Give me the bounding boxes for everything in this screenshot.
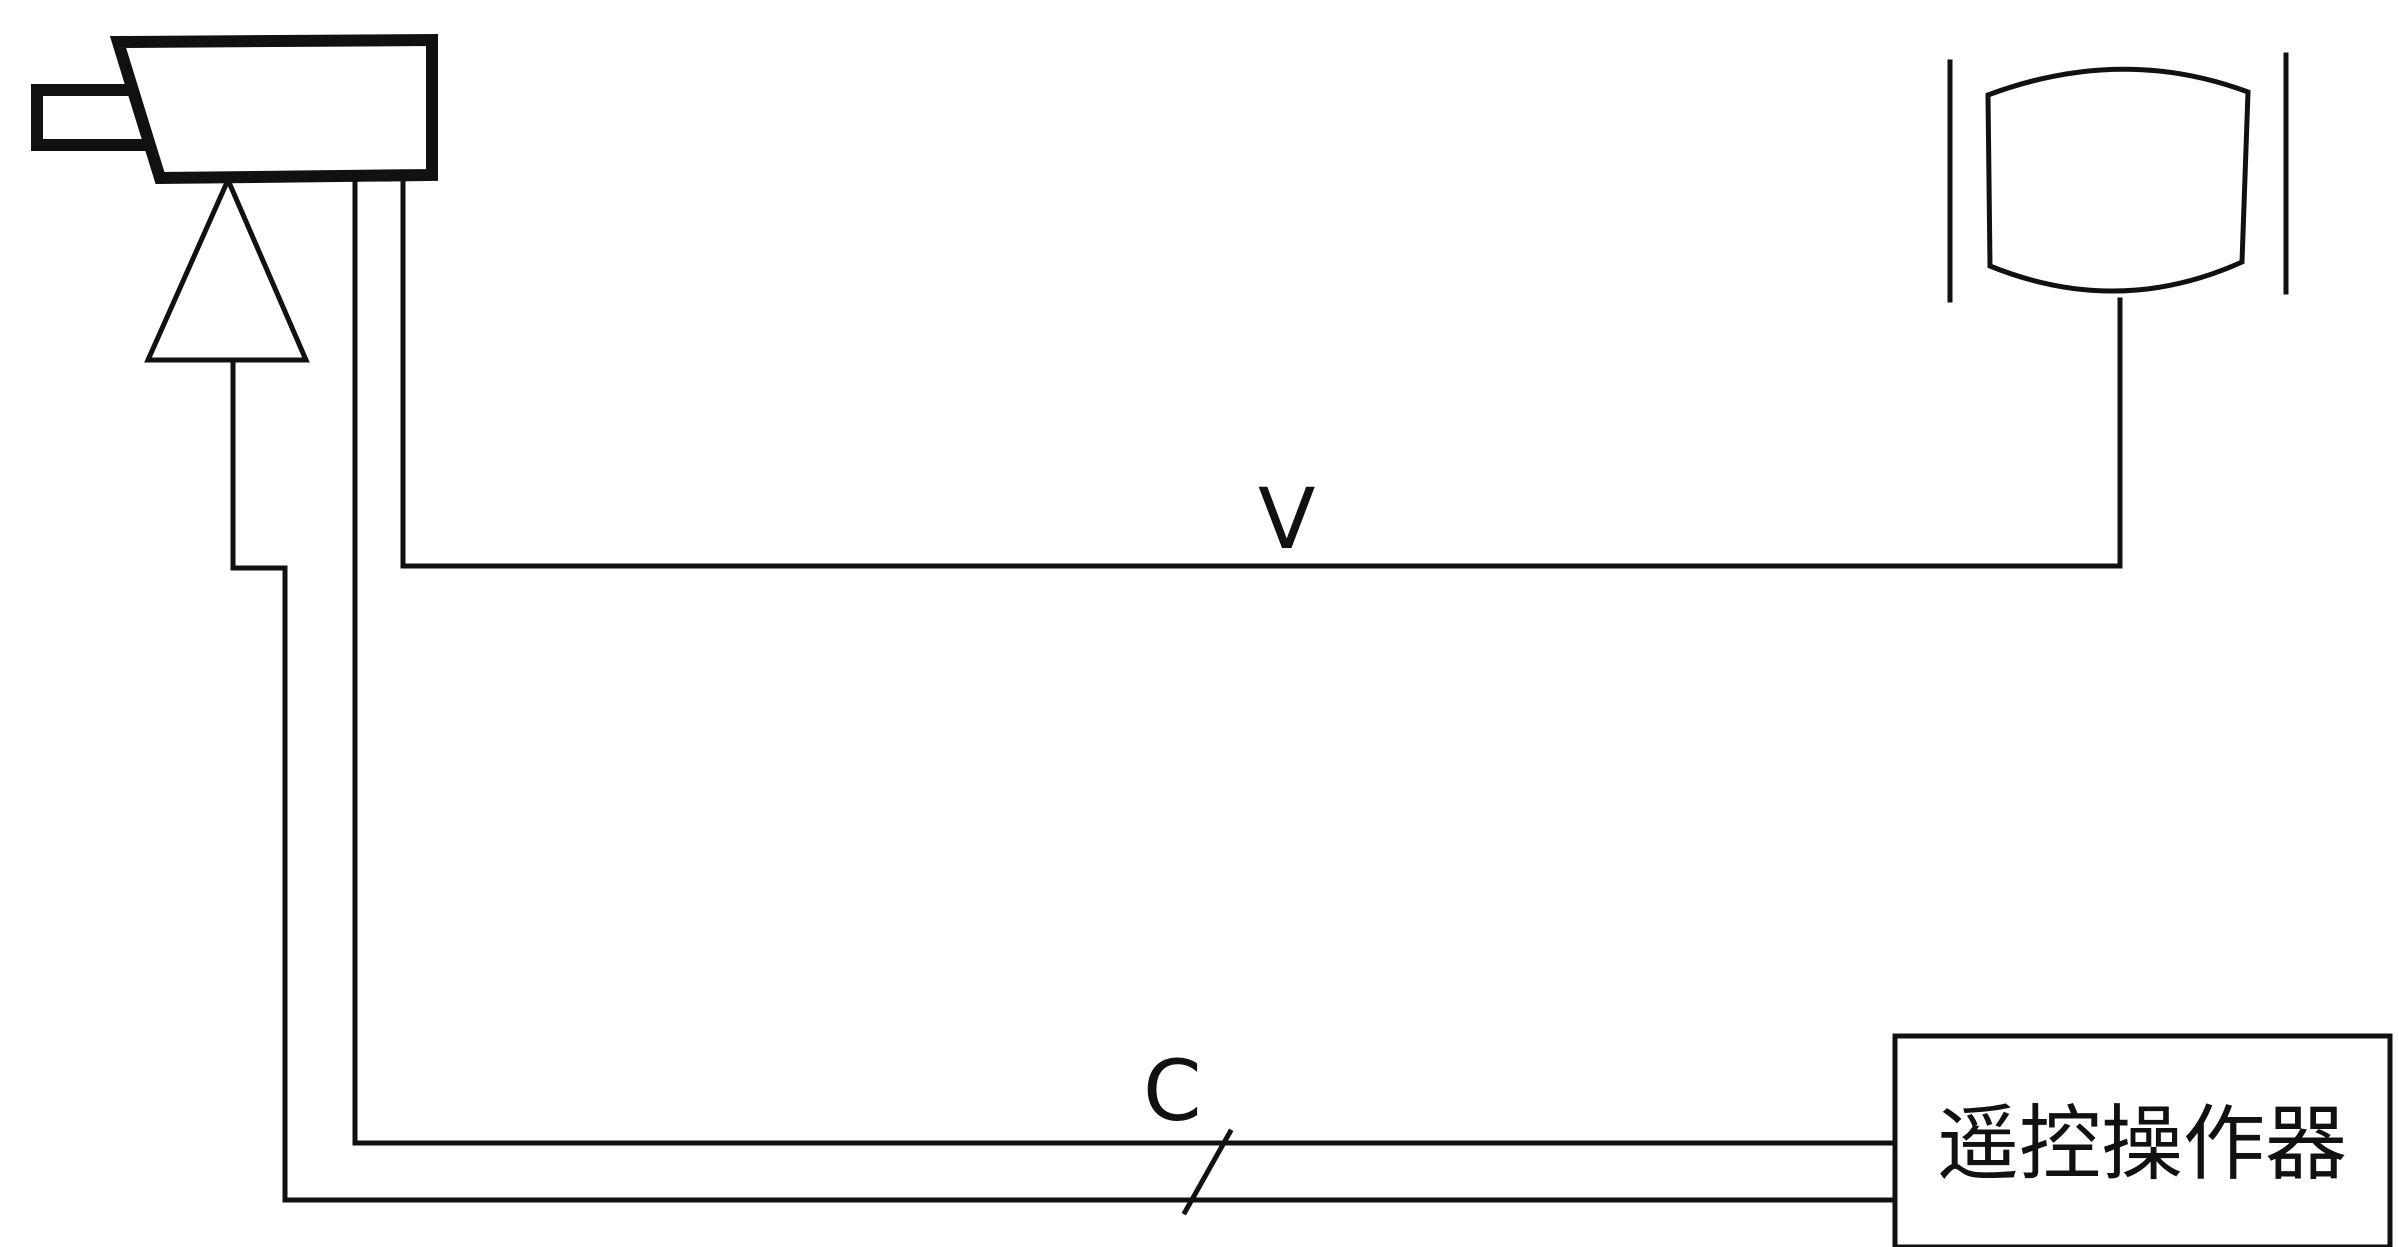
control-line-label: C [1143,1042,1202,1140]
remote-controller-box [1892,1033,2393,1247]
control-line-pan-tilt [230,359,1898,1203]
camera-icon [31,33,438,185]
control-line-camera [352,175,1898,1146]
bus-slash-mark [1181,1128,1234,1216]
remote-controller-label: 遥控操作器 [1937,1097,2347,1192]
monitor-icon [1947,52,2289,303]
camera-body [109,33,438,185]
pan-tilt-head-icon [144,173,310,363]
video-line-label: V [1258,470,1315,568]
video-line [400,175,2123,569]
monitor-screen [1985,66,2251,294]
